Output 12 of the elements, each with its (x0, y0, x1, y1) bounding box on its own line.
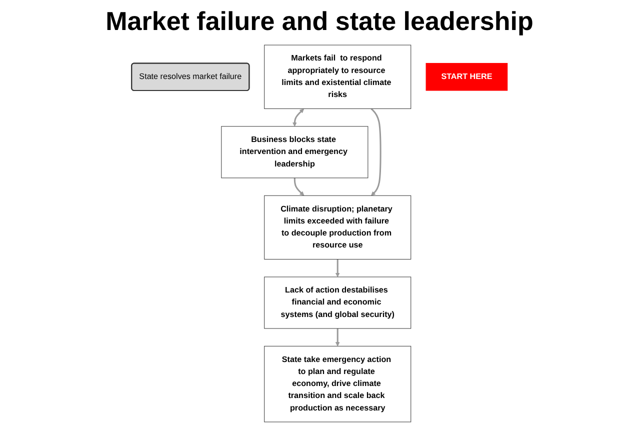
node-box: Climate disruption; planetary limits exceeded with failure to decouple production from resource use (264, 195, 412, 260)
node-box: START HERE (426, 62, 508, 91)
arrow (292, 108, 304, 127)
diagram-title: Market failure and state leadership (104, 6, 534, 37)
node-box: Business blocks state intervention and emergency leadership (221, 126, 368, 178)
node-box: Lack of action destabilises financial and economic systems (and global security) (264, 276, 412, 329)
arrow (294, 178, 304, 196)
arrow (335, 259, 340, 278)
node-box: Markets fail to respond appropriately to resource limits and existential climate risks (264, 44, 412, 109)
arrow (335, 328, 340, 346)
node-box: State take emergency action to plan and regulate economy, drive climate transition and scale back production as necessary (264, 346, 412, 422)
arrow (370, 108, 382, 196)
